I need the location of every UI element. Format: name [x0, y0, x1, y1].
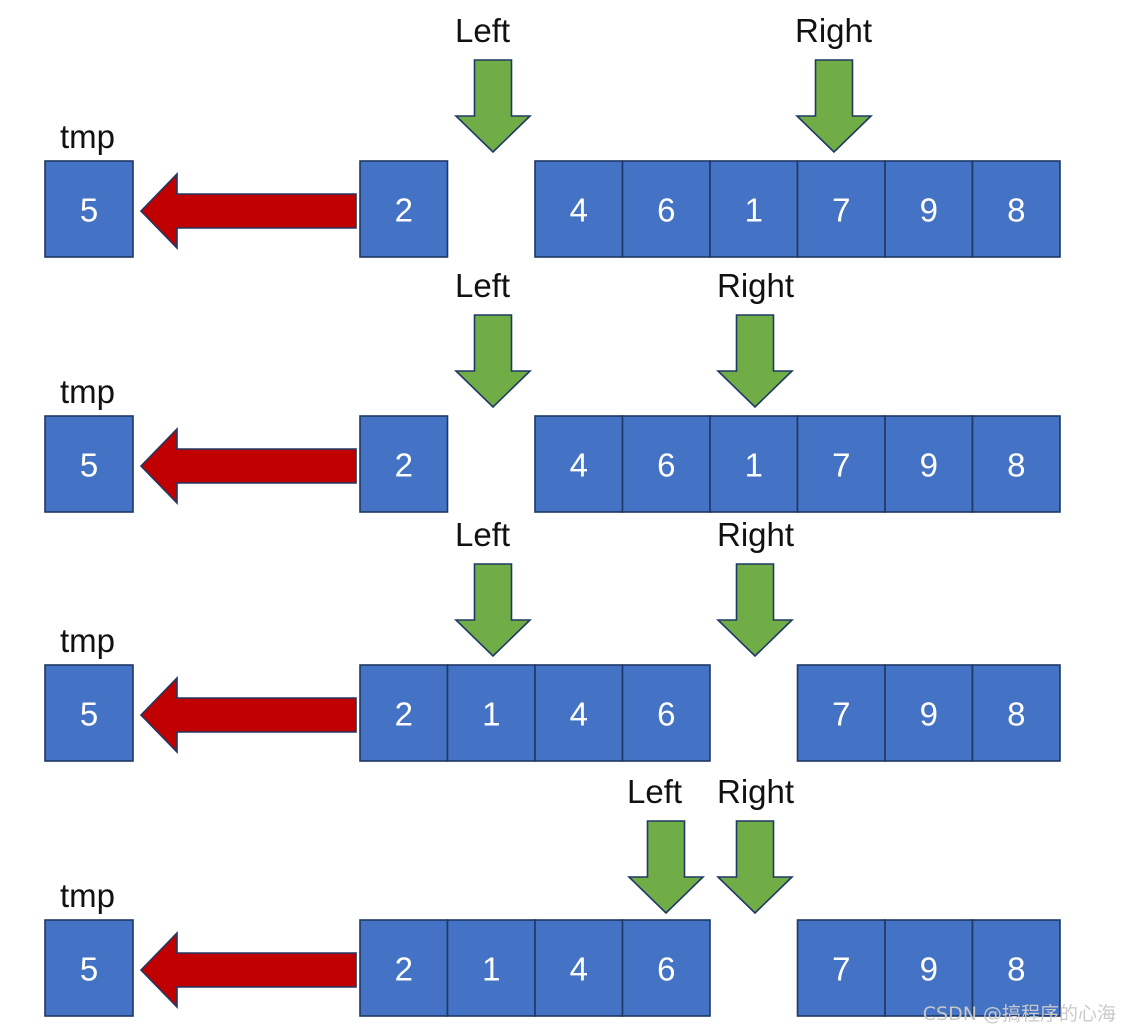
move-to-tmp-arrow — [139, 931, 357, 1009]
array-cell — [796, 160, 886, 258]
tmp-box — [44, 415, 134, 513]
array-cell-value: 6 — [657, 192, 675, 229]
array-cell — [359, 415, 449, 513]
watermark: CSDN @搞程序的心海 — [922, 1003, 1116, 1025]
partition-step-4: tmp 5 2 1 4 6 7 9 8 Left Right — [44, 773, 1061, 1017]
array-cell-value: 1 — [482, 696, 500, 733]
array-cell — [971, 919, 1061, 1017]
tmp-label: tmp — [60, 118, 115, 155]
array-cell-value: 8 — [1007, 447, 1025, 484]
array-cell — [446, 664, 536, 762]
array-cell — [534, 919, 624, 1017]
array-cell — [884, 160, 974, 258]
array-cell — [796, 415, 886, 513]
array-cell-value: 9 — [920, 447, 938, 484]
array-cell-value: 1 — [745, 192, 763, 229]
array-cell — [534, 160, 624, 258]
right-pointer-arrow — [716, 820, 794, 915]
tmp-box — [44, 919, 134, 1017]
array-cell-value: 9 — [920, 696, 938, 733]
array-cell — [446, 919, 536, 1017]
right-pointer-arrow — [716, 563, 794, 658]
array-cell-value: 4 — [570, 951, 588, 988]
array-cell — [971, 664, 1061, 762]
right-pointer-arrow — [716, 314, 794, 409]
right-pointer-label: Right — [717, 516, 794, 553]
array-cell — [534, 664, 624, 762]
array-cell-value: 9 — [920, 951, 938, 988]
array-cell — [709, 415, 799, 513]
right-pointer-label: Right — [717, 773, 794, 810]
tmp-box-value: 5 — [80, 696, 98, 733]
move-to-tmp-arrow — [139, 427, 357, 505]
array-cell — [359, 664, 449, 762]
array-cell — [621, 919, 711, 1017]
tmp-label: tmp — [60, 622, 115, 659]
array-cell — [971, 415, 1061, 513]
tmp-box — [44, 664, 134, 762]
array-cell-value: 7 — [832, 192, 850, 229]
tmp-box-value: 5 — [80, 192, 98, 229]
tmp-label: tmp — [60, 373, 115, 410]
array-cell-value: 7 — [832, 951, 850, 988]
left-pointer-label: Left — [455, 516, 510, 553]
tmp-box — [44, 160, 134, 258]
array-cell — [359, 160, 449, 258]
move-to-tmp-arrow — [139, 676, 357, 754]
array-cell-value: 2 — [395, 192, 413, 229]
left-pointer-arrow — [454, 59, 532, 154]
right-pointer-label: Right — [795, 12, 872, 49]
partition-step-2: tmp 5 2 4 6 1 7 9 8 Left Right — [44, 267, 1061, 513]
left-pointer-label: Left — [455, 12, 510, 49]
array-cell-value: 6 — [657, 951, 675, 988]
array-cell — [796, 664, 886, 762]
array-cell-value: 7 — [832, 696, 850, 733]
left-pointer-label: Left — [455, 267, 510, 304]
right-pointer-arrow — [795, 59, 873, 154]
array-cell — [971, 160, 1061, 258]
move-to-tmp-arrow — [139, 172, 357, 250]
array-cell-value: 2 — [395, 951, 413, 988]
array-cell-value: 8 — [1007, 192, 1025, 229]
array-cell-value: 9 — [920, 192, 938, 229]
array-cell-value: 8 — [1007, 951, 1025, 988]
array-cell-value: 7 — [832, 447, 850, 484]
partition-step-1: tmp 5 2 4 6 1 7 9 8 Left Right — [44, 12, 1061, 258]
left-pointer-arrow — [627, 820, 705, 915]
array-cell-value: 2 — [395, 447, 413, 484]
array-cell-value: 2 — [395, 696, 413, 733]
array-cell-value: 1 — [745, 447, 763, 484]
tmp-label: tmp — [60, 877, 115, 914]
array-cell-value: 4 — [570, 192, 588, 229]
tmp-box-value: 5 — [80, 447, 98, 484]
array-cell — [621, 664, 711, 762]
array-cell — [709, 160, 799, 258]
array-cell — [884, 919, 974, 1017]
left-pointer-arrow — [454, 314, 532, 409]
array-cell — [884, 664, 974, 762]
array-cell-value: 6 — [657, 696, 675, 733]
array-cell-value: 4 — [570, 447, 588, 484]
array-cell — [621, 415, 711, 513]
left-pointer-label: Left — [627, 773, 682, 810]
right-pointer-label: Right — [717, 267, 794, 304]
tmp-box-value: 5 — [80, 951, 98, 988]
array-cell-value: 4 — [570, 696, 588, 733]
array-cell-value: 8 — [1007, 696, 1025, 733]
array-cell-value: 1 — [482, 951, 500, 988]
array-cell-value: 6 — [657, 447, 675, 484]
partition-step-3: tmp 5 2 1 4 6 7 9 8 Left Right — [44, 516, 1061, 762]
left-pointer-arrow — [454, 563, 532, 658]
